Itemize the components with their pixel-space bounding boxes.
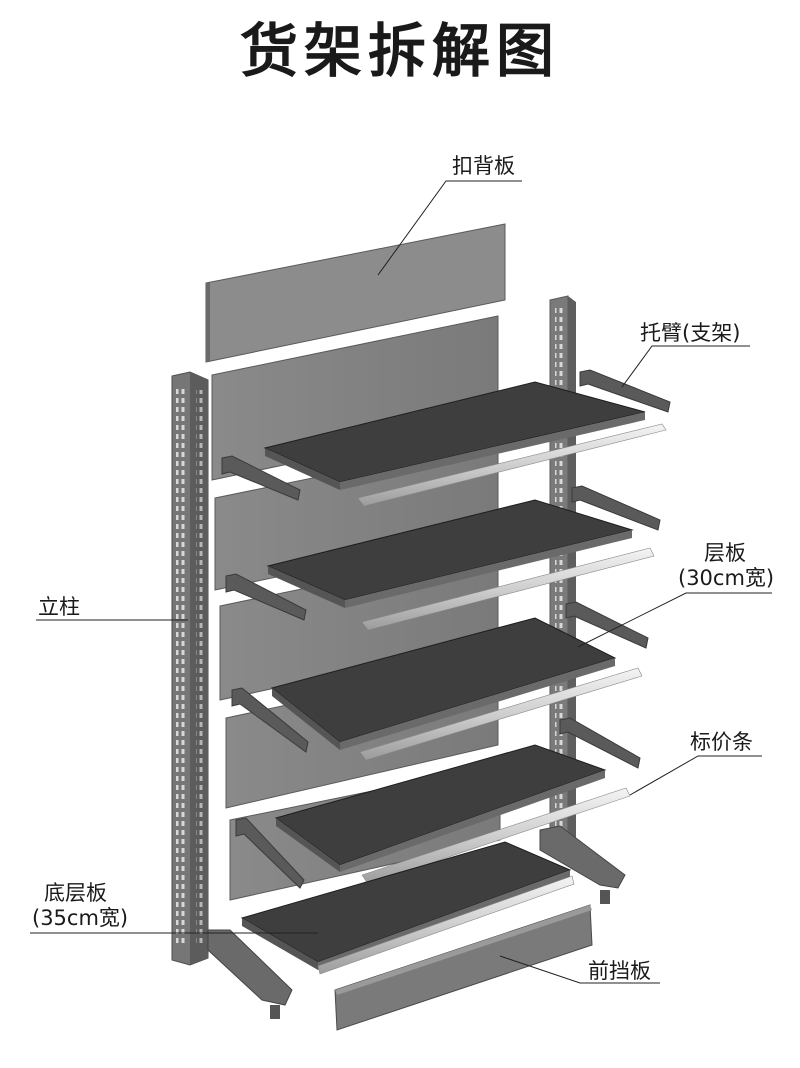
label-bottom-shelf-width: (35cm宽)	[32, 906, 129, 930]
label-upright: 立柱	[38, 595, 80, 619]
leader-bracket	[621, 345, 750, 388]
label-back-panel: 扣背板	[452, 154, 515, 178]
page-title: 货架拆解图	[239, 17, 560, 85]
bottom-shelf	[240, 841, 575, 975]
shelf-4	[274, 744, 631, 885]
shelf-3	[270, 617, 643, 761]
shelves	[240, 381, 667, 975]
label-shelf: 层板	[704, 541, 746, 565]
leader-front-baffle	[499, 955, 660, 984]
back-panel-top	[205, 223, 506, 363]
label-price-strip: 标价条	[690, 730, 753, 754]
shelf-1	[263, 381, 667, 507]
front-baffle	[334, 904, 593, 1031]
leader-lines	[30, 180, 772, 984]
left-upright-post	[171, 371, 626, 1019]
shelf-brackets	[221, 369, 671, 889]
label-bracket: 托臂(支架)	[640, 321, 741, 345]
leader-price-strip	[629, 755, 762, 796]
label-bottom-shelf: 底层板	[44, 881, 107, 905]
leader-shelf	[577, 592, 772, 648]
label-shelf-width: (30cm宽)	[678, 566, 775, 590]
label-front-baffle: 前挡板	[588, 959, 651, 983]
shelf-2	[266, 499, 655, 631]
leader-back-panel	[377, 180, 522, 276]
